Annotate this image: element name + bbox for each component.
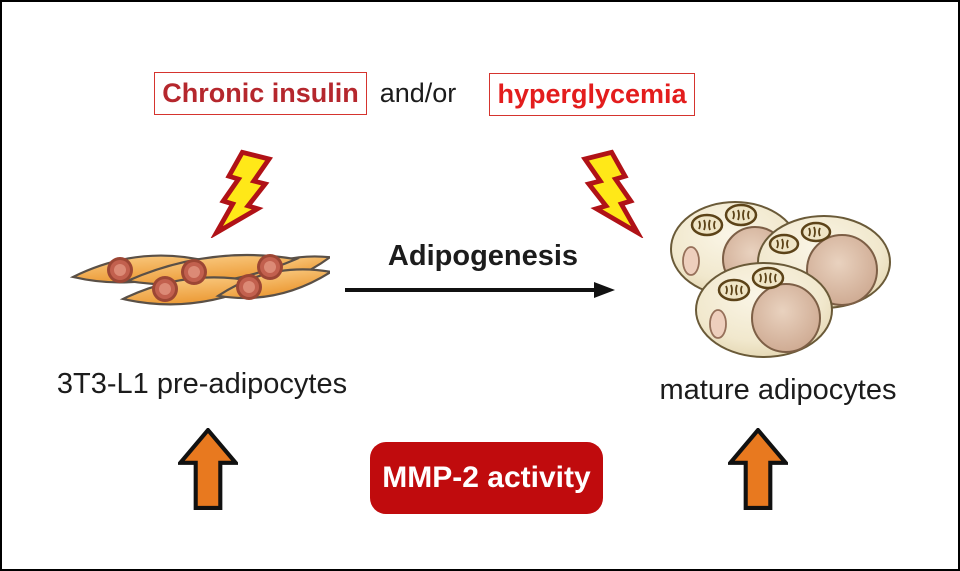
lightning-bolt-icon — [210, 149, 274, 238]
mitochondrion — [724, 203, 758, 227]
preadipocytes-illustration — [69, 253, 330, 306]
cell-nucleus — [682, 246, 700, 276]
mmp2-activity-badge: MMP-2 activity — [370, 442, 603, 514]
mmp2-activity-label: MMP-2 activity — [382, 461, 591, 494]
mitochondrion — [751, 266, 785, 290]
adipocyte-cell — [695, 262, 833, 358]
mitochondrion — [690, 213, 724, 237]
chronic-insulin-box: Chronic insulin — [154, 72, 367, 115]
preadipocytes-label: 3T3-L1 pre-adipocytes — [56, 368, 348, 400]
cell-nuclei — [107, 254, 283, 302]
mature-adipocytes-illustration — [670, 201, 891, 358]
mitochondrion — [768, 233, 800, 255]
cell-nucleus — [709, 309, 727, 339]
mitochondrion — [717, 278, 751, 302]
hyperglycemia-label: hyperglycemia — [497, 79, 687, 109]
adipogenesis-label: Adipogenesis — [387, 240, 579, 272]
block-up-arrow-icon — [178, 428, 238, 510]
and-or-text: and/or — [379, 78, 457, 108]
chronic-insulin-label: Chronic insulin — [162, 78, 359, 108]
block-up-arrow-icon — [728, 428, 788, 510]
lightning-bolt-icon — [580, 149, 644, 238]
right-arrow-icon — [345, 282, 615, 298]
hyperglycemia-box: hyperglycemia — [489, 73, 695, 116]
mature-adipocytes-label: mature adipocytes — [659, 374, 897, 406]
mitochondrion — [800, 221, 832, 243]
lipid-droplet — [751, 283, 821, 353]
